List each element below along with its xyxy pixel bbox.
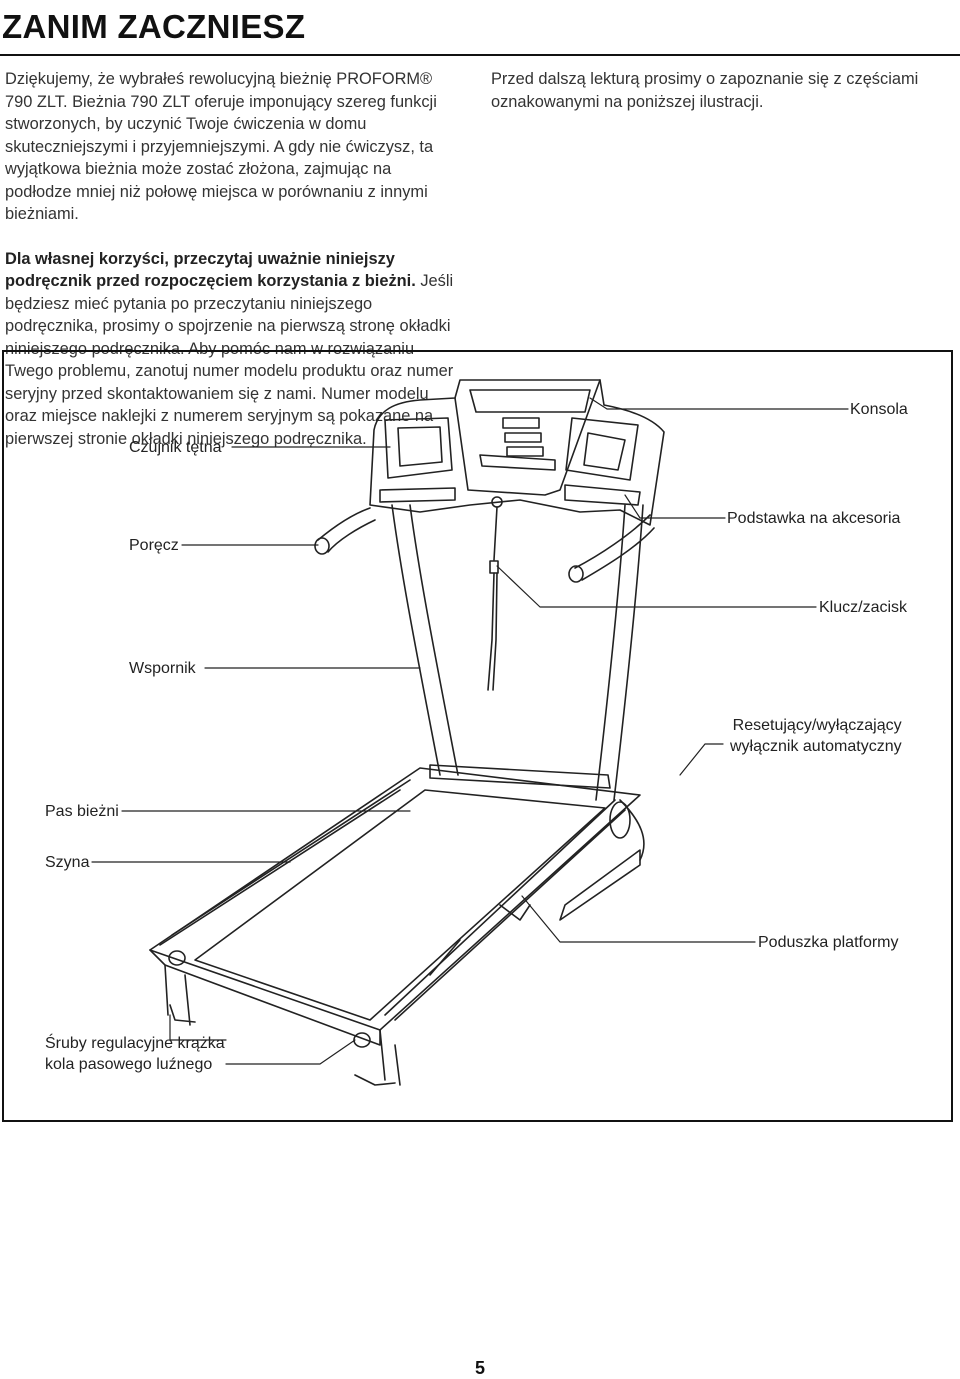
- label-klucz: Klucz/zacisk: [819, 599, 908, 616]
- console-assembly: [369, 379, 665, 526]
- handrail-right: [568, 514, 655, 583]
- label-porecz: Poręcz: [129, 537, 179, 554]
- label-pas-bieznI: Pas bieżni: [45, 803, 119, 820]
- upright-right: [595, 504, 644, 801]
- label-wspornik: Wspornik: [129, 660, 196, 677]
- intro-paragraph-3: Przed dalszą lekturą prosimy o zapoznani…: [491, 70, 919, 111]
- intro-paragraph-2-rest: Jeśli będziesz mieć pytania po przeczyta…: [5, 272, 454, 448]
- upright-left: [391, 504, 459, 776]
- label-sruby: Śruby regulacyjne krążka kola pasowego l…: [45, 1035, 225, 1073]
- label-podstawka: Podstawka na akcesoria: [727, 510, 901, 527]
- treadmill-deck: [149, 764, 645, 1086]
- diagram-frame: [2, 350, 953, 1122]
- intro-paragraph-1: Dziękujemy, że wybrałeś rewolucyjną bież…: [5, 70, 437, 223]
- page-title: ZANIM ZACZNIESZ: [2, 8, 306, 45]
- handrail-left: [314, 507, 376, 555]
- label-szyna: Szyna: [45, 854, 90, 871]
- label-poduszka: Poduszka platformy: [758, 934, 899, 951]
- title-divider: [0, 54, 960, 56]
- page-number: 5: [474, 1358, 485, 1378]
- label-resetujacy: Resetujący/wyłączający wyłącznik automat…: [730, 717, 902, 755]
- callout-lines: [91, 397, 849, 1065]
- intro-paragraph-2-bold: Dla własnej korzyści, przeczytaj uważnie…: [5, 249, 416, 291]
- label-konsola: Konsola: [850, 401, 908, 418]
- label-czujnik-tetna: Czujnik tętna: [129, 439, 222, 456]
- intro-column-right: Przed dalszą lekturą prosimy o zapoznani…: [491, 68, 951, 135]
- intro-paragraph-2: Dla własnej korzyści, przeczytaj uważnie…: [5, 248, 457, 451]
- intro-column-left: Dziękujemy, że wybrałeś rewolucyjną bież…: [5, 68, 457, 472]
- safety-key-cord: [487, 506, 499, 691]
